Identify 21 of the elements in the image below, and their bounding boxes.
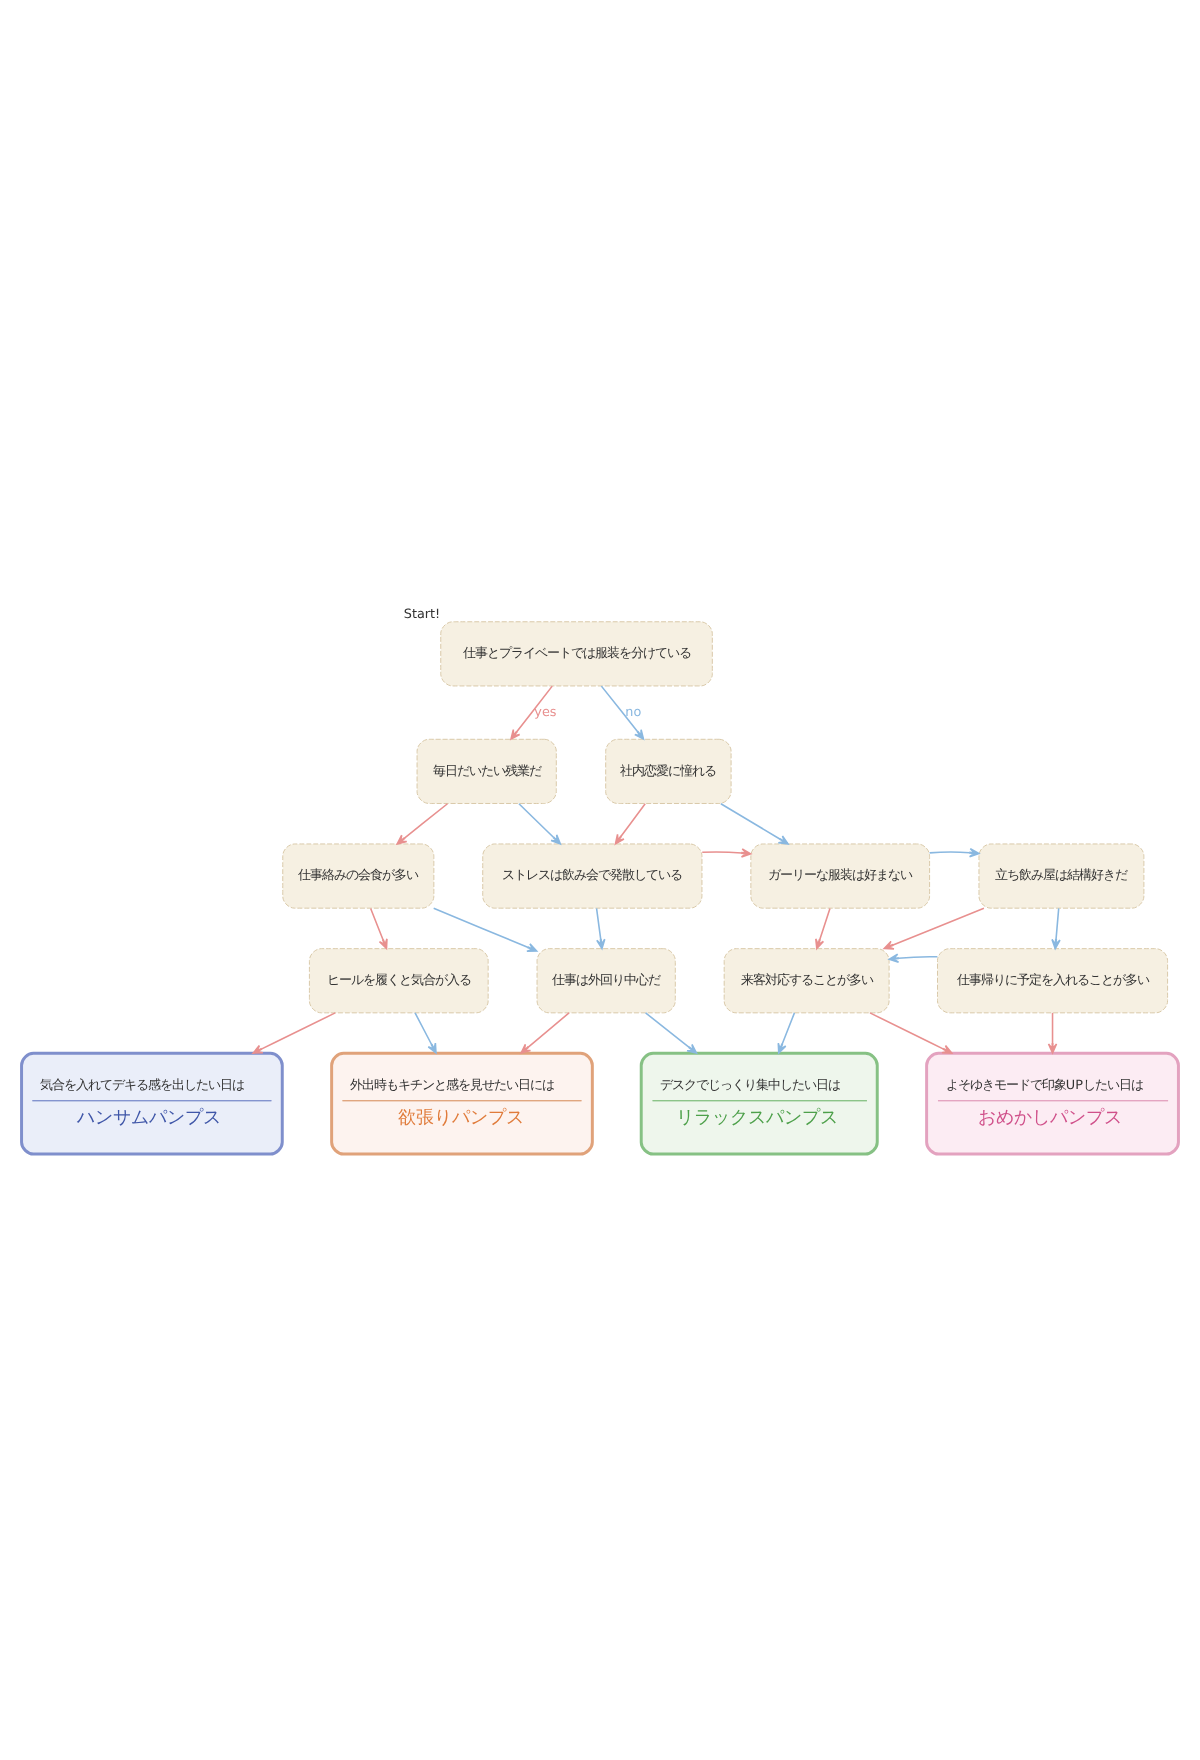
- arrow: [928, 846, 980, 857]
- arrow: [883, 906, 985, 949]
- arrow: [1051, 906, 1061, 949]
- arrow: [815, 906, 831, 949]
- arrow: [614, 801, 646, 844]
- arrow: [869, 1011, 953, 1053]
- arrow: [414, 1011, 437, 1053]
- arrow: [888, 952, 939, 962]
- arrow: [369, 906, 388, 949]
- arrow: [600, 684, 645, 739]
- arrow: [518, 801, 562, 844]
- arrow: [520, 1011, 570, 1053]
- arrow: [252, 1011, 336, 1053]
- arrow: [510, 684, 553, 739]
- arrow: [701, 847, 752, 857]
- arrow: [595, 906, 606, 949]
- arrow: [644, 1011, 698, 1053]
- arrow: [720, 801, 789, 844]
- arrow: [396, 801, 449, 844]
- arrow: [1047, 1011, 1058, 1053]
- arrow: [432, 906, 538, 952]
